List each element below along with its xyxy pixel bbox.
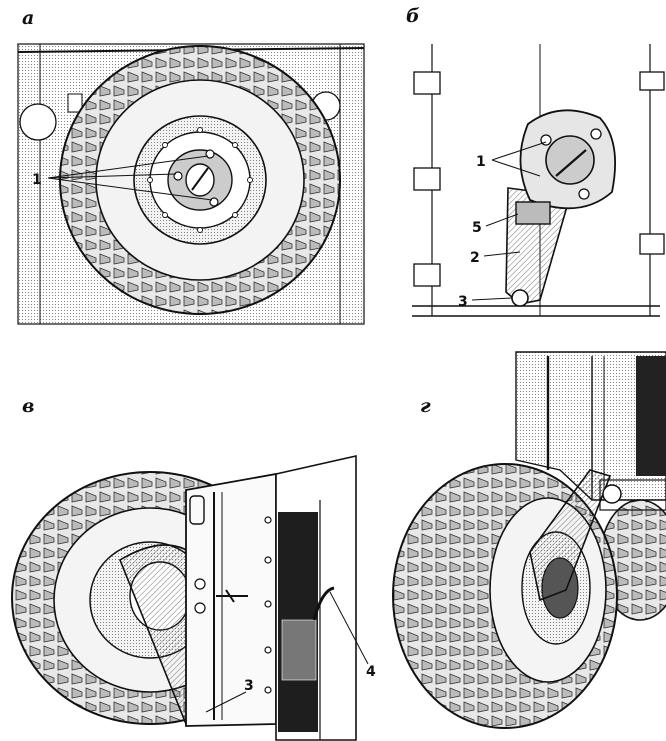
panel-c-letter: в: [22, 395, 34, 417]
open-door: [185, 472, 277, 727]
panel-b-letter: б: [406, 5, 420, 27]
callout-b-1: 1: [476, 141, 547, 177]
panel-b-illustration: 1 5 2 3: [412, 44, 665, 317]
panel-c: в: [11, 395, 376, 741]
stud: [209, 197, 219, 207]
callout-c-4: 4: [329, 591, 376, 680]
panel-d-letter: г: [420, 395, 431, 417]
callout-label: 1: [476, 154, 486, 170]
spare-wheel: [59, 45, 341, 315]
crank-lever: [312, 586, 335, 621]
callout-b-2: 2: [470, 250, 521, 266]
latch-handle: [216, 589, 248, 603]
callout-label: 4: [366, 664, 376, 680]
panel-c-illustration: 3 4: [11, 455, 376, 741]
callout-label: 3: [458, 294, 468, 310]
callout-a-1: 1: [32, 155, 213, 201]
pivot: [602, 484, 622, 504]
pivot-bolt: [511, 289, 529, 307]
door-hinges: [413, 71, 665, 287]
bracket-arm: [529, 469, 612, 602]
panel-d-illustration: [392, 351, 666, 729]
hinge: [67, 93, 83, 113]
body-opening: [636, 356, 666, 476]
callout-label: 2: [470, 250, 480, 266]
callout-label: 3: [244, 678, 254, 694]
panel-a-letter: а: [22, 7, 34, 29]
callout-b-3: 3: [458, 294, 513, 310]
panel-a-illustration: 1: [17, 43, 365, 325]
stud: [173, 171, 183, 181]
clamp-block: [515, 201, 551, 225]
stud: [205, 149, 215, 159]
hatch-cover-left: [19, 103, 57, 141]
panel-b: б 1: [406, 5, 665, 317]
callout-b-5: 5: [472, 213, 519, 236]
callout-label: 1: [32, 172, 42, 188]
callout-label: 5: [472, 220, 482, 236]
callout-c-3: 3: [205, 678, 254, 713]
panel-d: г: [392, 351, 666, 729]
panel-a: а: [17, 7, 365, 325]
